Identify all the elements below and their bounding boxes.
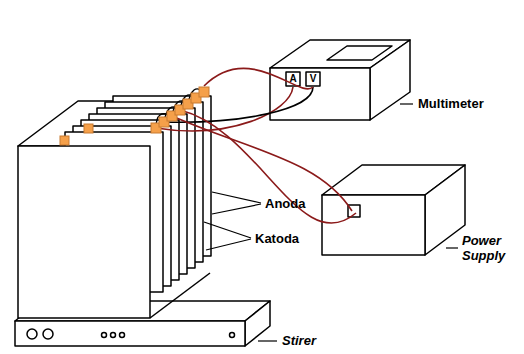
stirrer-button [102, 333, 107, 338]
stirrer-button [111, 333, 116, 338]
electrode-clip [84, 124, 93, 133]
stirrer-button [120, 333, 125, 338]
stirrer-button [230, 333, 235, 338]
part-label: Anoda [265, 196, 305, 211]
terminal-a [286, 72, 300, 86]
wire [164, 87, 313, 122]
wire [180, 110, 356, 223]
leader-line [400, 103, 413, 104]
multimeter-front [270, 68, 370, 120]
terminal-v [306, 72, 320, 86]
terminal-label: V [306, 72, 320, 86]
part-label: Multimeter [418, 96, 484, 111]
stirrer-knob [43, 329, 53, 339]
stirrer-front [15, 321, 245, 346]
stirrer-knob [27, 329, 37, 339]
leader-line [212, 204, 261, 214]
wire [204, 68, 313, 89]
part-label: Power Supply [462, 233, 518, 263]
electrode-clip [199, 87, 209, 97]
leader-line [212, 192, 261, 203]
leader-line [206, 239, 251, 250]
electrode-clip [60, 136, 69, 145]
part-label: Stirer [282, 333, 316, 348]
stirrer-side [245, 301, 270, 346]
power-supply-side [425, 165, 465, 255]
multimeter-screen [327, 46, 392, 60]
terminal-label: A [286, 72, 300, 86]
leader-line [204, 222, 251, 238]
wire [156, 87, 293, 131]
container-front [18, 146, 150, 318]
leader-line [258, 340, 277, 341]
part-label: Katoda [255, 231, 299, 246]
power-supply-front [322, 195, 425, 255]
wire [172, 116, 352, 211]
leader-line [446, 247, 458, 248]
